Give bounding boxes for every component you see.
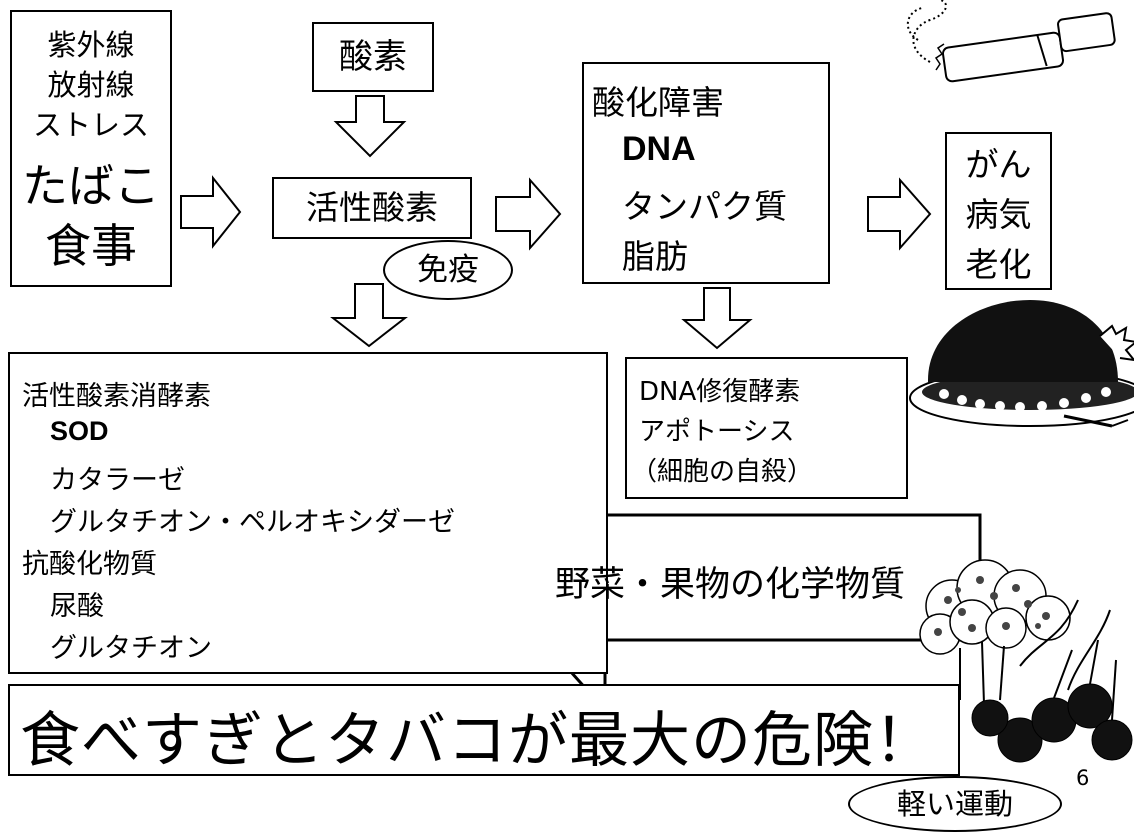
immunity-label: 免疫: [417, 252, 479, 288]
arrow-damage-to-repair: [681, 287, 753, 350]
enzyme-catalase: カタラーゼ: [50, 465, 185, 496]
damage-fat: 脂肪: [622, 237, 688, 276]
oxygen-label: 酸素: [339, 37, 407, 77]
page-number: 6: [1076, 766, 1090, 790]
exercise-label: 軽い運動: [896, 787, 1013, 821]
diagram-arrows: [180, 0, 1134, 763]
headline-box: 食べすぎとタバコが最大の危険！: [8, 684, 960, 776]
cause-tobacco: たばこ: [22, 159, 160, 213]
arrow-causes-to-ros: [180, 175, 242, 249]
oxygen-box: 酸素: [312, 22, 434, 92]
antioxidant-uric-acid: 尿酸: [50, 591, 104, 622]
slide: 紫外線 放射線 ストレス たばこ 食事 酸素 活性酸素 免疫 酸化障害 DNA …: [8, 0, 1134, 832]
damage-dna: DNA: [622, 130, 696, 168]
antioxidant-glutathione: グルタチオン: [50, 633, 212, 664]
antioxidant-defense-box: 活性酸素消酵素 SOD カタラーゼ グルタチオン・ペルオキシダーゼ 抗酸化物質 …: [8, 352, 608, 674]
cause-radiation: 放射線: [47, 68, 135, 102]
repair-apoptosis: アポトーシス: [639, 417, 795, 447]
dna-repair-box: DNA修復酵素 アポトーシス （細胞の自殺）: [625, 357, 908, 499]
oxidative-damage-box: 酸化障害 DNA タンパク質 脂肪: [582, 62, 830, 284]
roast-meat-dish-illustration: [909, 300, 1134, 428]
enzyme-sod: SOD: [50, 416, 109, 446]
causes-box: 紫外線 放射線 ストレス たばこ 食事: [10, 10, 172, 287]
cause-diet: 食事: [45, 219, 137, 273]
repair-cell-suicide: （細胞の自殺）: [631, 457, 814, 487]
exercise-oval: 軽い運動: [848, 776, 1062, 832]
cause-stress: ストレス: [32, 108, 149, 142]
immunity-oval: 免疫: [383, 240, 513, 300]
outcomes-box: がん 病気 老化: [945, 132, 1052, 290]
arrow-ros-to-defense: [330, 283, 408, 348]
active-oxygen-label: 活性酸素: [306, 188, 438, 227]
repair-enzyme: DNA修復酵素: [639, 377, 801, 407]
headline-text: 食べすぎとタバコが最大の危険！: [20, 706, 935, 776]
vegetable-fruit-chemicals-label: 野菜・果物の化学物質: [555, 565, 906, 605]
active-oxygen-box: 活性酸素: [272, 177, 472, 239]
cause-uv: 紫外線: [47, 28, 135, 62]
broccoli-and-cherries-illustration: [919, 559, 1133, 763]
enzyme-glutathione-peroxidase: グルタチオン・ペルオキシダーゼ: [50, 507, 455, 538]
outcome-cancer: がん: [965, 145, 1032, 184]
arrow-ros-to-damage: [495, 177, 562, 251]
damage-title: 酸化障害: [592, 83, 724, 122]
outcome-disease: 病気: [965, 195, 1032, 234]
enzyme-heading: 活性酸素消酵素: [22, 381, 211, 412]
outcome-aging: 老化: [965, 245, 1032, 284]
arrow-damage-to-outcomes: [867, 177, 932, 251]
arrow-oxygen-to-ros: [333, 95, 407, 158]
damage-protein: タンパク質: [622, 187, 787, 226]
antioxidant-heading: 抗酸化物質: [22, 549, 157, 580]
cigarette-illustration: [907, 0, 1116, 83]
